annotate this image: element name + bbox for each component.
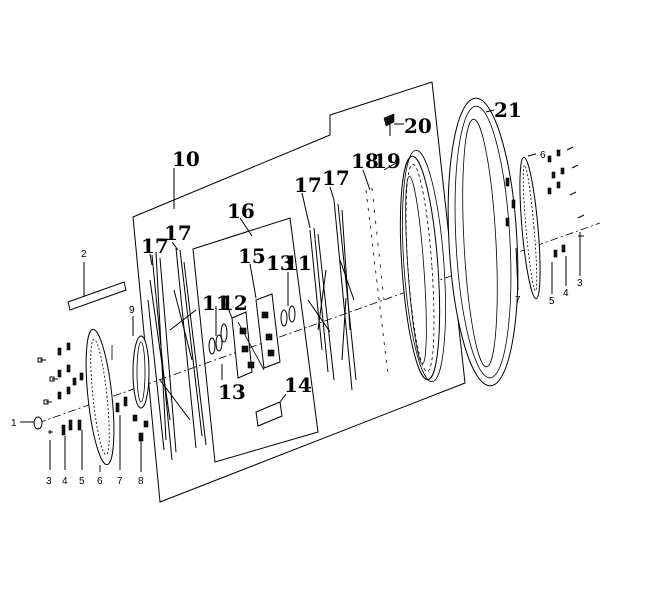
label-12: 12 — [220, 291, 248, 315]
part-6-right-disc — [519, 153, 541, 300]
label-18: 18 — [351, 149, 379, 173]
label-5-left: 5 — [79, 476, 85, 487]
label-7-left: 7 — [117, 476, 123, 487]
part-7-left-spacer — [111, 345, 128, 470]
label-13-a: 13 — [266, 251, 294, 275]
label-9: 9 — [129, 305, 135, 316]
part-18-nipples — [365, 187, 389, 376]
label-5-right: 5 — [549, 296, 555, 307]
label-4-right: 4 — [563, 288, 569, 299]
part-7-right-spacer — [505, 177, 519, 291]
spokes-left-17 — [147, 247, 207, 461]
label-17-a: 17 — [141, 234, 169, 258]
spokes-right-17 — [307, 199, 357, 391]
label-6-left: 6 — [97, 476, 103, 487]
label-14: 14 — [284, 373, 312, 397]
label-13-b: 13 — [218, 380, 246, 404]
label-16: 16 — [227, 199, 255, 223]
part-21-tyre — [447, 97, 519, 387]
label-15: 15 — [238, 244, 266, 268]
part-2-axle — [67, 262, 127, 311]
left-hardware-3-4-5 — [37, 342, 84, 470]
group-frame-16 — [192, 217, 319, 463]
group-frame-10 — [132, 81, 466, 503]
part-9-hub-ring — [132, 316, 150, 409]
leader-lines — [149, 161, 399, 319]
part-20-valve — [383, 113, 404, 136]
label-10: 10 — [172, 147, 200, 171]
label-2: 2 — [81, 249, 87, 260]
label-7-right: 7 — [515, 295, 521, 306]
label-20: 20 — [404, 114, 432, 138]
part-19-rim — [399, 149, 446, 383]
bearings-11-13 — [208, 272, 296, 380]
label-17-c: 17 — [294, 173, 322, 197]
label-1: 1 — [11, 418, 17, 429]
part-8-bolt — [132, 414, 149, 472]
label-17-d: 17 — [322, 166, 350, 190]
part-1-nut — [20, 416, 43, 430]
hub-assembly-12-15 — [231, 293, 281, 379]
part-6-left-disc — [85, 328, 115, 472]
label-19: 19 — [373, 149, 401, 173]
part-14-spacer — [255, 393, 287, 427]
label-4-left: 4 — [62, 476, 68, 487]
label-3-left: 3 — [46, 476, 52, 487]
label-3-right: 3 — [577, 278, 583, 289]
label-17-b: 17 — [164, 221, 192, 245]
label-21: 21 — [494, 98, 522, 122]
label-8: 8 — [138, 476, 144, 487]
label-11-b: 11 — [202, 291, 230, 315]
label-6-right: 6 — [540, 150, 546, 161]
label-11-a: 11 — [284, 251, 312, 275]
right-hardware-3-4-5 — [547, 146, 585, 294]
